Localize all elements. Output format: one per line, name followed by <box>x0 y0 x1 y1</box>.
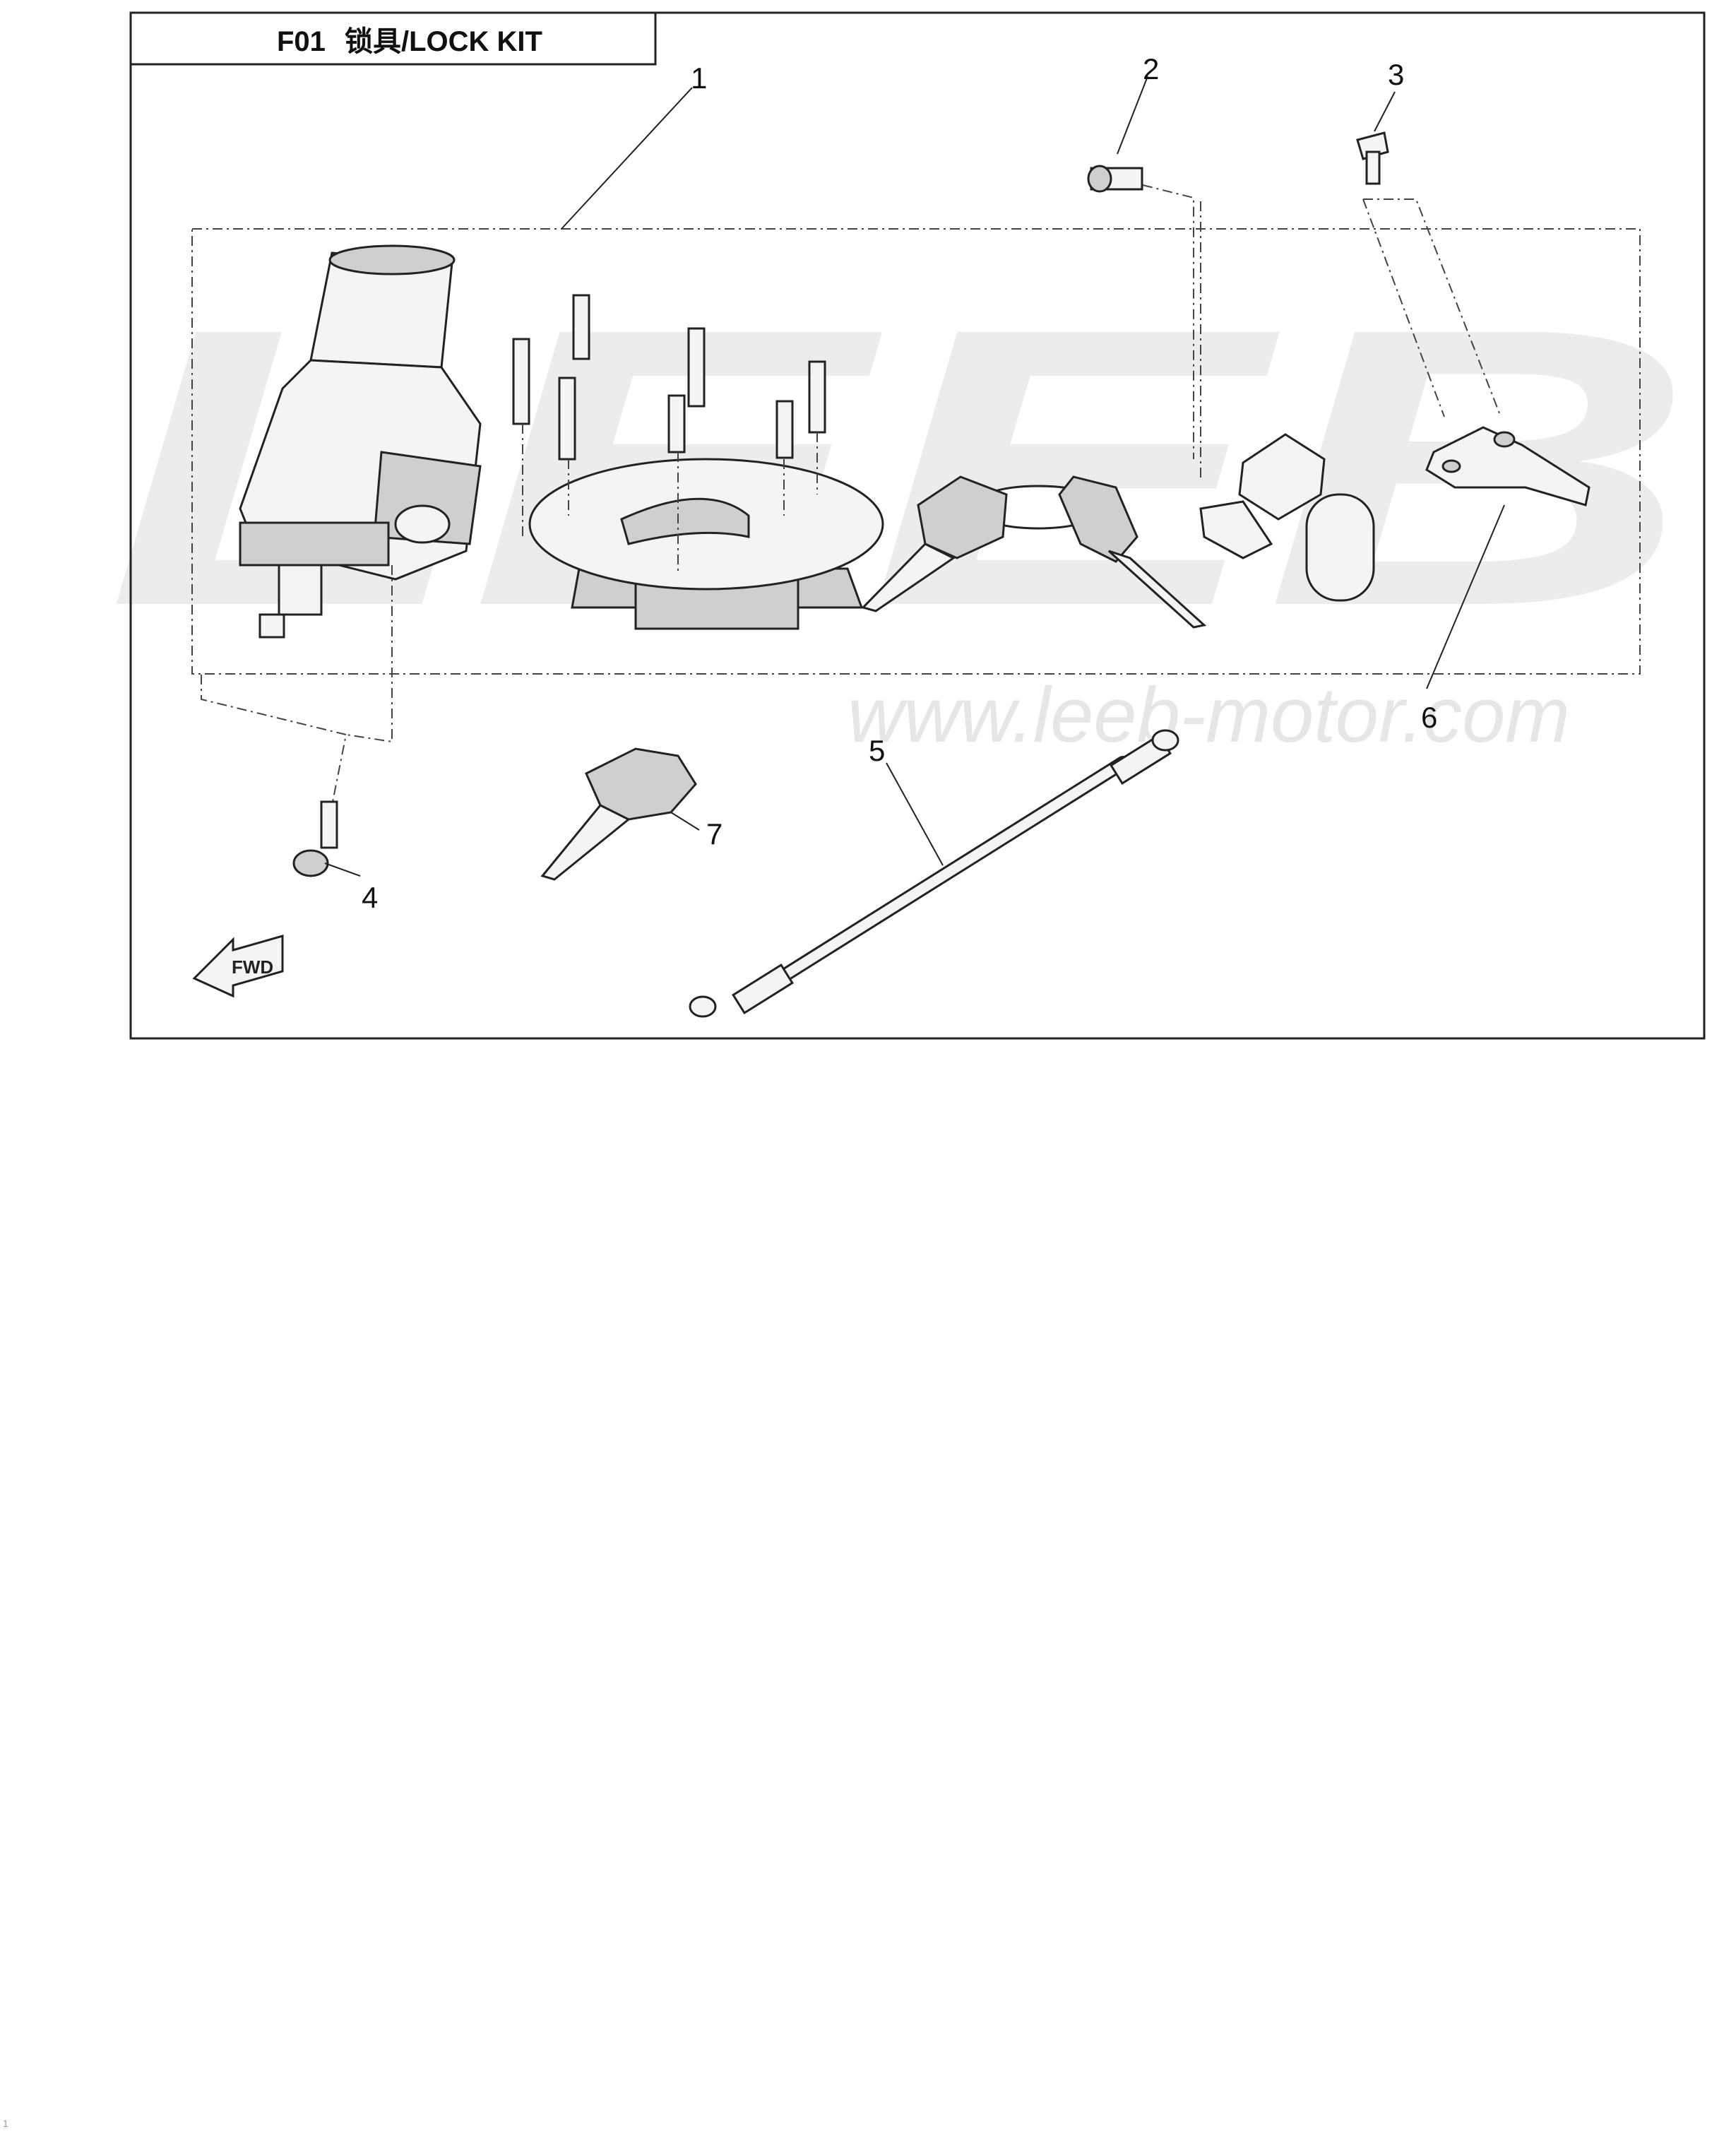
page-number: 1 <box>3 2118 8 2129</box>
key-pair <box>861 475 1207 629</box>
watermark-url: www.leeb-motor.com <box>848 672 1570 759</box>
callout-1: 1 <box>691 61 707 95</box>
fwd-label: FWD <box>232 956 273 978</box>
callout-5: 5 <box>869 734 885 767</box>
diagram-frame <box>129 11 1706 1040</box>
key-7 <box>540 747 697 881</box>
callout-2: 2 <box>1143 52 1159 85</box>
title-code: F01 <box>277 26 326 57</box>
title-box: F01 锁具/LOCK KIT <box>129 11 657 66</box>
callout-6: 6 <box>1421 701 1437 734</box>
callout-4: 4 <box>362 881 378 914</box>
fwd-arrow-icon: FWD <box>192 935 284 998</box>
latch-bracket <box>1087 165 1375 602</box>
bracket-6 <box>1356 131 1591 506</box>
kit-group-outline <box>191 228 1641 675</box>
title-label: 锁具/LOCK KIT <box>345 26 542 57</box>
ignition-switch <box>239 244 482 639</box>
cable-5 <box>689 729 1179 1018</box>
callout-leaders <box>324 76 1505 877</box>
fuel-cap <box>528 458 884 630</box>
fuel-cap-bolts <box>512 294 826 572</box>
bolt-4 <box>201 565 393 877</box>
callout-3: 3 <box>1388 58 1404 91</box>
callout-7: 7 <box>706 817 723 850</box>
